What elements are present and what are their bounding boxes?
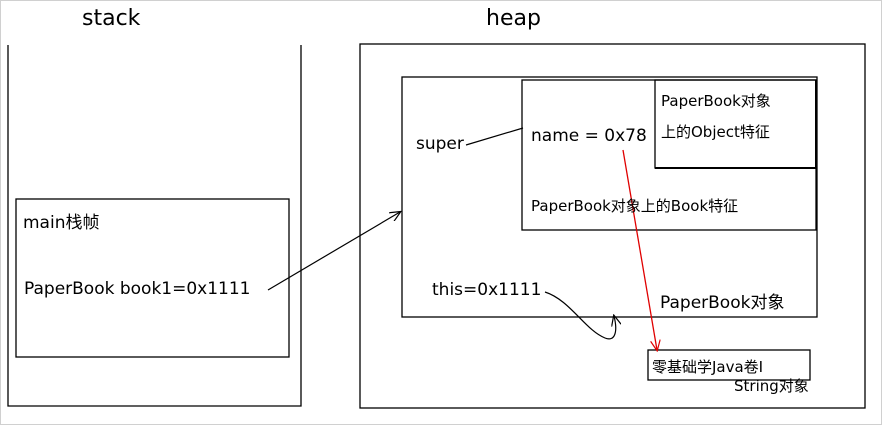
paperbook-object-box	[401, 76, 818, 318]
super-link	[465, 127, 524, 146]
this-arrow	[544, 291, 616, 340]
reference-arrow	[267, 212, 400, 291]
book-feature-caption: PaperBook对象上的Book特征	[531, 197, 739, 215]
heap-container	[359, 43, 866, 409]
name-pointer-arrow	[622, 149, 657, 350]
heap-title: heap	[486, 6, 541, 31]
super-label: super	[416, 134, 464, 154]
object-caption: PaperBook对象	[660, 293, 785, 313]
stack-variable-label: PaperBook book1=0x1111	[24, 279, 251, 299]
object-feature-line1: PaperBook对象	[661, 92, 771, 110]
stack-container	[7, 45, 302, 407]
name-field-label: name = 0x78	[531, 126, 647, 146]
object-feature-line2: 上的Object特征	[661, 123, 770, 141]
stack-title: stack	[82, 6, 141, 31]
stack-frame-label: main栈帧	[23, 213, 100, 233]
string-object-caption: String对象	[734, 377, 809, 395]
this-label: this=0x1111	[432, 280, 542, 300]
string-value-label: 零基础学Java卷I	[652, 358, 764, 376]
string-object-box	[647, 349, 811, 381]
